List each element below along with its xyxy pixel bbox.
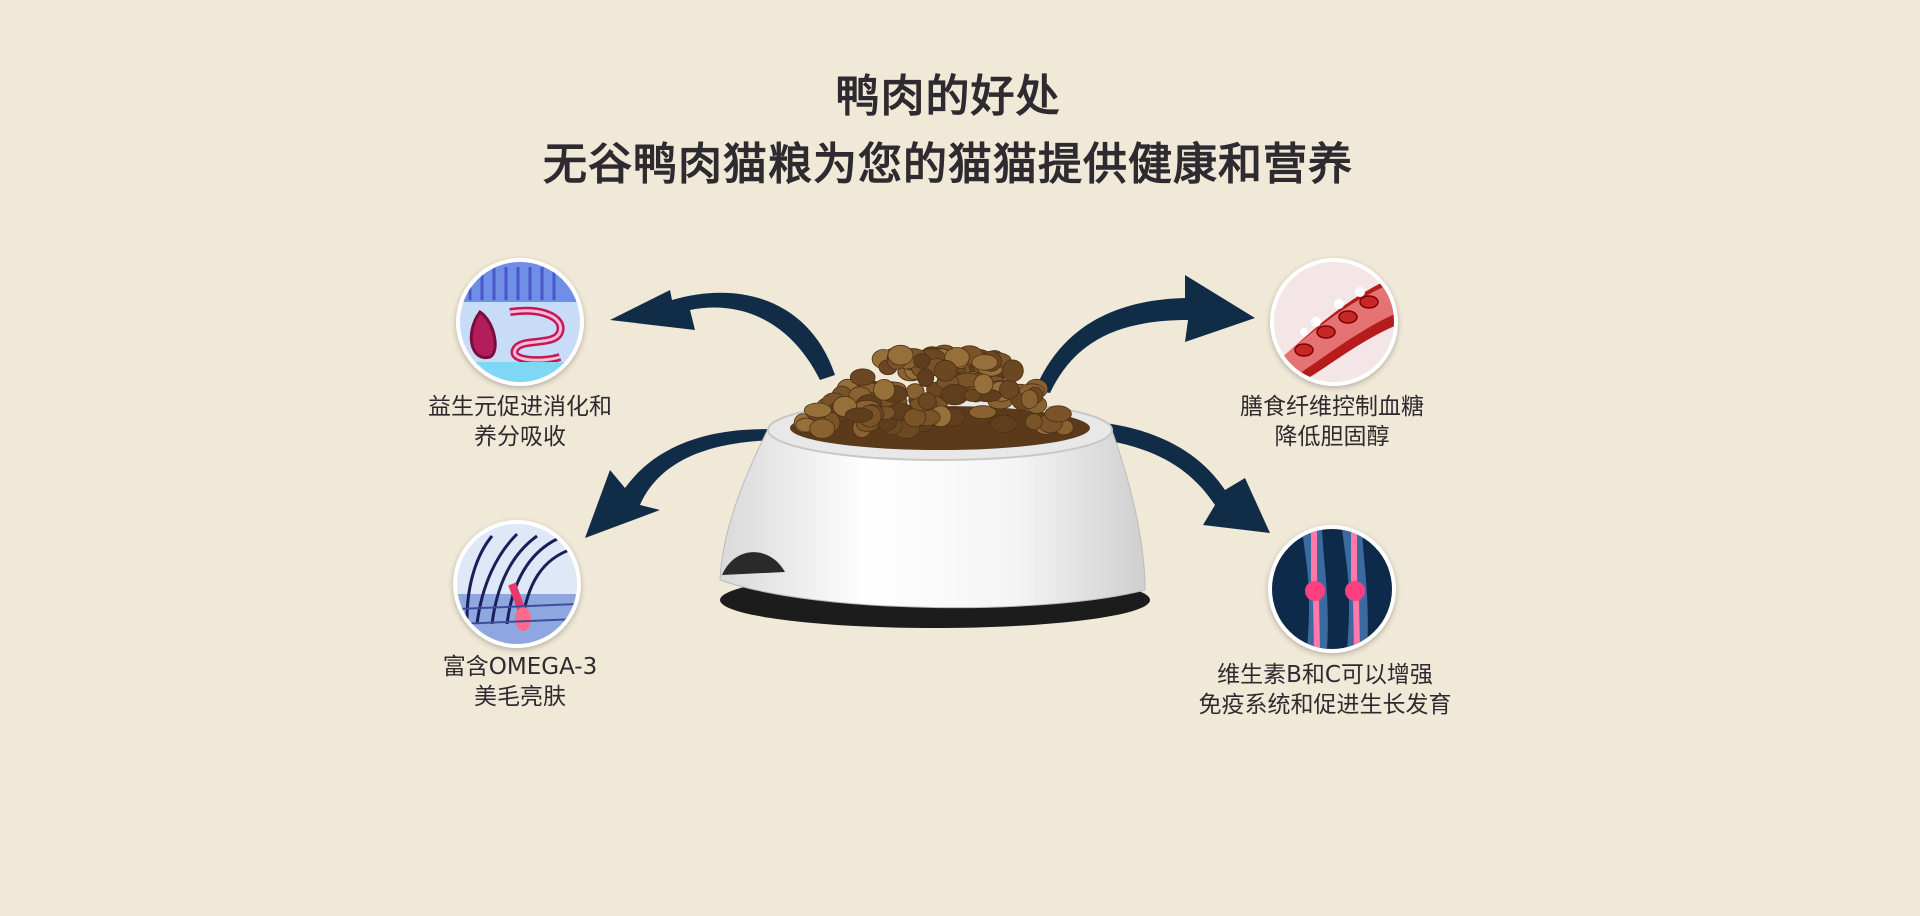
hair-follicle-icon bbox=[453, 520, 581, 648]
page-title: 鸭肉的好处 bbox=[835, 71, 1061, 122]
kibble-piece bbox=[1020, 389, 1039, 409]
kibble-piece bbox=[973, 373, 994, 395]
leg-joint-icon bbox=[1268, 525, 1396, 653]
kibble-piece bbox=[1044, 405, 1072, 423]
benefit-label-fiber: 膳食纤维控制血糖 降低胆固醇 bbox=[1240, 394, 1424, 450]
kibble-piece bbox=[917, 392, 937, 410]
kibble-piece bbox=[933, 359, 958, 382]
intestine-icon bbox=[456, 258, 584, 386]
arrow-top-right bbox=[1035, 275, 1255, 393]
arrow-top-left bbox=[610, 290, 835, 380]
kibble-piece bbox=[917, 368, 935, 388]
kibble-piece bbox=[844, 407, 874, 423]
kibble-piece bbox=[1025, 413, 1043, 431]
kibble-pile bbox=[793, 344, 1074, 440]
kibble-piece bbox=[971, 354, 998, 371]
kibble-piece bbox=[803, 402, 832, 418]
arrow-bottom-left bbox=[585, 429, 790, 538]
kibble-piece bbox=[1001, 359, 1024, 382]
kibble-piece bbox=[849, 368, 876, 386]
kibble-piece bbox=[873, 378, 896, 401]
kibble-piece bbox=[968, 405, 997, 420]
blood-vessel-icon bbox=[1270, 258, 1398, 386]
kibble-piece bbox=[999, 379, 1020, 400]
benefit-label-vitamins: 维生素B和C可以增强 免疫系统和促进生长发育 bbox=[1198, 662, 1452, 718]
benefit-label-digestion: 益生元促进消化和 养分吸收 bbox=[428, 394, 612, 450]
kibble-piece bbox=[809, 418, 836, 439]
kibble-piece bbox=[913, 353, 931, 369]
kibble-piece bbox=[963, 388, 982, 402]
kibble-piece bbox=[887, 344, 914, 366]
kibble-piece bbox=[989, 414, 1018, 433]
benefit-label-omega3: 富含OMEGA-3 美毛亮肤 bbox=[442, 654, 598, 710]
arrow-bottom-right bbox=[1060, 420, 1270, 533]
page-subtitle: 无谷鸭肉猫粮为您的猫猫提供健康和营养 bbox=[543, 139, 1353, 190]
